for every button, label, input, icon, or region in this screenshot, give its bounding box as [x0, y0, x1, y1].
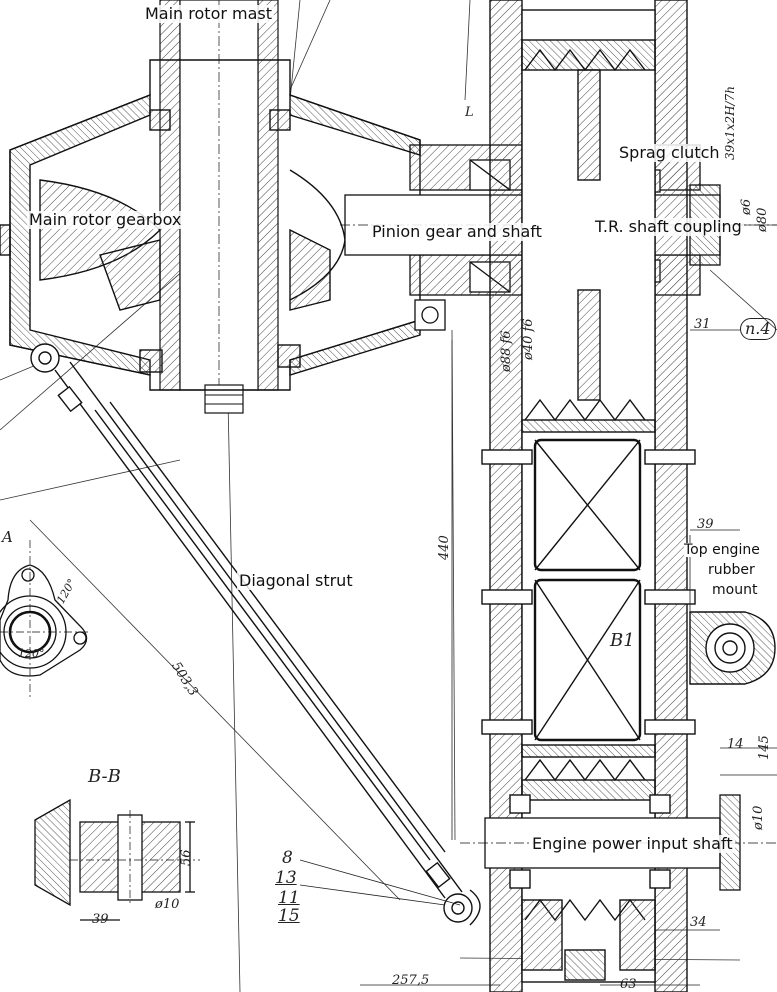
- dim-440: 440: [437, 535, 452, 560]
- dim-39-top: 39: [697, 517, 714, 532]
- top-engine-mount-label-line1: Top engine: [684, 542, 760, 558]
- dimension-lines: [299, 329, 777, 986]
- note-n4-label: п.4: [740, 318, 776, 340]
- section-bb-label: B-B: [88, 766, 121, 787]
- engine-mount-shape: [689, 611, 776, 685]
- diagonal-strut-shape: [30, 343, 481, 926]
- diagonal-strut-label: Diagonal strut: [237, 571, 355, 590]
- dim-257-5: 257,5: [392, 973, 430, 988]
- main-rotor-mast-label: Main rotor mast: [143, 4, 275, 23]
- dim-145: 145: [757, 735, 772, 760]
- pinion-gear-and-shaft-label: Pinion gear and shaft: [370, 222, 544, 241]
- dim-39-bottom: 39: [92, 912, 109, 927]
- tr-shaft-coupling-label: T.R. shaft coupling: [593, 217, 744, 236]
- dim-34: 34: [690, 915, 707, 930]
- sprag-clutch-label: Sprag clutch: [617, 143, 722, 162]
- section-b1-label: B1: [610, 630, 635, 651]
- dim-63: 63: [620, 977, 637, 992]
- main-rotor-gearbox-label: Main rotor gearbox: [27, 210, 184, 229]
- dim-phi6: ø6: [739, 198, 754, 215]
- dim-31: 31: [694, 317, 711, 332]
- dim-56: 56: [179, 849, 194, 866]
- dim-L: L: [465, 105, 474, 120]
- dim-phi80: ø80: [755, 207, 770, 232]
- dim-14: 14: [727, 737, 744, 752]
- part-number-1: 8: [282, 848, 293, 868]
- top-engine-mount-label-line2: rubber: [708, 562, 755, 578]
- dim-phi10-right: ø10: [751, 805, 766, 830]
- part-number-2: 13: [275, 868, 297, 888]
- section-bb-shape: [34, 798, 200, 921]
- main-rotor-mast-shape: [159, 0, 279, 414]
- engine-power-input-shaft-label: Engine power input shaft: [530, 834, 735, 853]
- top-engine-mount-label-line3: mount: [712, 582, 758, 598]
- view-a-flange-shape: [0, 540, 90, 700]
- gearbox-housing-shape: [0, 59, 421, 391]
- part-number-4: 15: [278, 906, 300, 926]
- dim-spline: 39x1x2H/7h: [723, 86, 737, 160]
- dim-phi40: ø40 f6: [521, 318, 536, 360]
- part-number-3: 11: [278, 888, 300, 908]
- view-a-label: A: [2, 528, 13, 546]
- dim-phi88: ø88 f6: [499, 330, 514, 372]
- dim-120-b: 120°: [18, 647, 45, 660]
- dim-phi10-bottom: ø10: [155, 897, 180, 912]
